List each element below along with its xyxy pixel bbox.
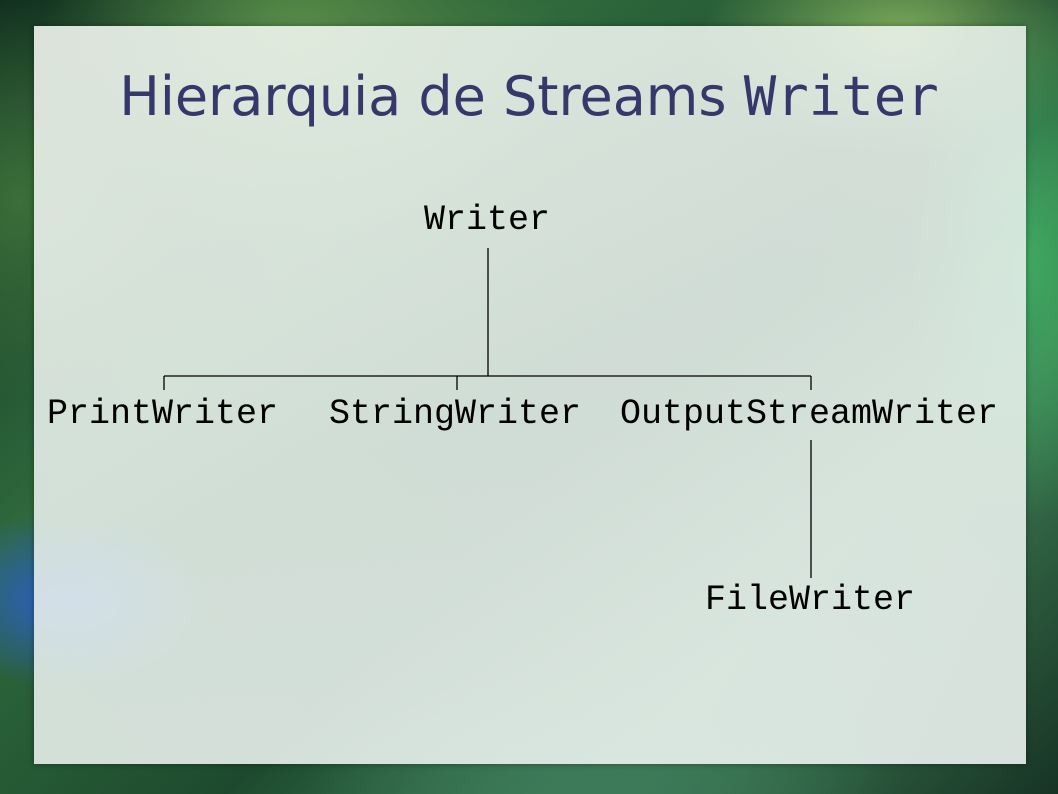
slide-panel <box>34 26 1026 764</box>
slide-title: Hierarquia de Streams Writer <box>0 62 1058 132</box>
title-code: Writer <box>743 65 939 128</box>
node-stringwriter: StringWriter <box>329 394 582 434</box>
node-printwriter: PrintWriter <box>47 394 279 434</box>
title-text: Hierarquia de Streams <box>119 65 744 128</box>
node-writer: Writer <box>424 200 551 240</box>
node-outputstreamwriter: OutputStreamWriter <box>620 394 999 434</box>
node-filewriter: FileWriter <box>705 580 916 620</box>
